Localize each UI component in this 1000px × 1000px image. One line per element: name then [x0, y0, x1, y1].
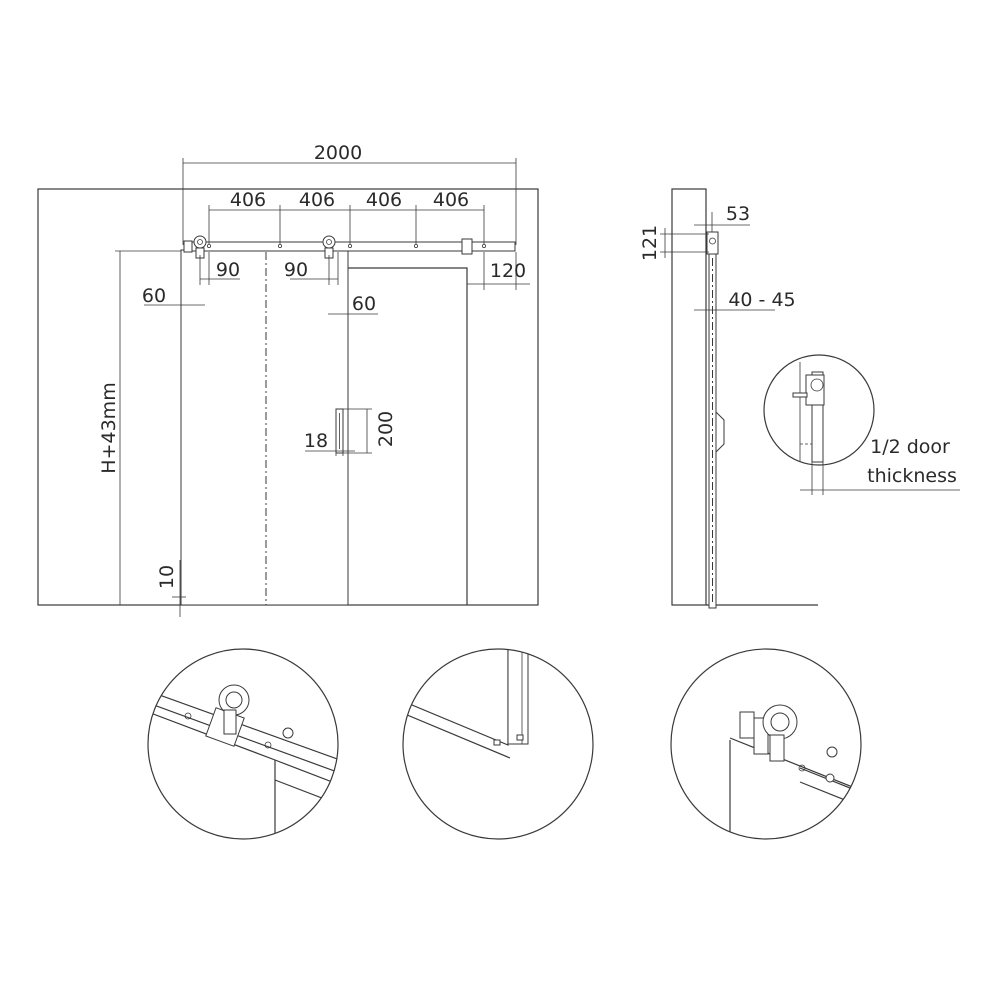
dim-overall-width-label: 2000: [314, 142, 362, 164]
roller-hanger-right: [322, 235, 336, 259]
dim-floor-gap-label: 10: [156, 565, 178, 589]
dim-side-top: 53: [694, 203, 750, 232]
door-panel: [180, 249, 349, 606]
dim-handle-width-label: 18: [304, 430, 328, 452]
front-view: 2000 406 406 406 406 90 90: [37, 142, 539, 617]
door-handle: [335, 408, 344, 454]
dim-offset-a-label: 90: [216, 259, 240, 281]
dim-spacing-4-label: 406: [433, 189, 469, 211]
side-view: 53 121 40 - 45 1/2 doo: [639, 188, 960, 609]
dim-spacings: 406 406 406 406: [208, 189, 485, 244]
wall-opening: [348, 267, 468, 605]
dim-hanger-offsets: 90 90: [199, 252, 339, 285]
dim-side-top-label: 53: [726, 203, 750, 225]
dim-height-label: H+43mm: [98, 382, 120, 473]
dim-overall-width: 2000: [182, 142, 517, 245]
dim-mid-edge: 60: [328, 268, 378, 320]
dim-right-overhang-label: 120: [490, 260, 526, 282]
roller-hanger-left: [193, 235, 207, 259]
dim-side-height-label: 121: [639, 225, 661, 261]
callout-line-2: thickness: [867, 465, 957, 487]
dim-door-thickness-label: 40 - 45: [728, 289, 795, 311]
detail-floor-guide: [402, 648, 594, 840]
dim-height: H+43mm: [98, 250, 181, 605]
dim-handle-height-label: 200: [375, 411, 397, 447]
dim-side-height: 121: [639, 225, 709, 261]
dim-mid-edge-label: 60: [352, 293, 376, 315]
detail-roller-side: [670, 648, 862, 840]
dim-handle: 18 200: [304, 408, 397, 456]
side-handle: [715, 410, 725, 454]
callout-line-1: 1/2 door: [870, 436, 950, 458]
dim-spacing-1-label: 406: [230, 189, 266, 211]
side-hanger: [706, 231, 719, 255]
dim-spacing-3-label: 406: [366, 189, 402, 211]
dim-left-edge: 60: [142, 285, 205, 312]
dim-spacing-2-label: 406: [299, 189, 335, 211]
dim-right-overhang: 120: [467, 252, 530, 290]
dim-left-edge-label: 60: [142, 285, 166, 307]
dim-floor-gap: 10: [156, 560, 186, 617]
detail-roller-front: [147, 648, 339, 840]
half-thickness-detail: 1/2 door thickness: [763, 354, 960, 495]
side-wall: [671, 188, 707, 606]
dim-offset-b-label: 90: [284, 259, 308, 281]
dim-door-thickness: 40 - 45: [694, 289, 796, 316]
